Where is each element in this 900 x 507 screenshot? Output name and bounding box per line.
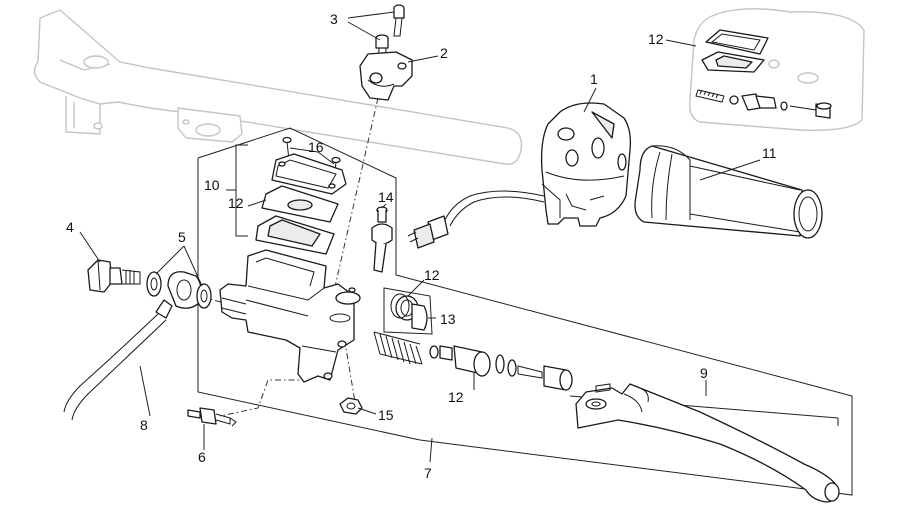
callout-12-inset: 12 [648, 31, 664, 47]
spring-piston-assembly [373, 331, 573, 391]
callout-15: 15 [378, 407, 394, 423]
callout-2: 2 [440, 45, 448, 61]
master-cylinder-body [219, 249, 361, 383]
inset-detail [689, 8, 865, 131]
part-9-lever [575, 383, 840, 503]
callout-13: 13 [440, 311, 456, 327]
part-8-brake-hose [63, 299, 173, 421]
callout-11: 11 [762, 145, 777, 161]
part-5-washers [146, 271, 212, 309]
part-15-nut [339, 397, 363, 415]
callout-6: 6 [198, 449, 206, 465]
callout-7: 7 [424, 465, 432, 481]
part-4-banjo-bolt [87, 259, 141, 293]
callout-12-seal: 12 [424, 267, 440, 283]
callout-12-cap: 12 [228, 195, 244, 211]
callout-8: 8 [140, 417, 148, 433]
callout-1: 1 [590, 71, 598, 87]
callout-10: 10 [204, 177, 220, 193]
switch-cable [407, 190, 545, 249]
part-13-seal-group [383, 287, 433, 335]
callout-3: 3 [330, 11, 338, 27]
part-11-grip [634, 145, 823, 239]
callout-9: 9 [700, 365, 708, 381]
callouts: 1 2 3 4 5 6 7 8 9 10 11 12 12 12 12 13 1… [66, 11, 777, 481]
callout-5: 5 [178, 229, 186, 245]
part-1-switch-housing [540, 102, 632, 227]
callout-4: 4 [66, 219, 74, 235]
part-6-stop-switch [187, 407, 237, 427]
leader-lines [79, 11, 761, 463]
handlebar-ghost [33, 9, 523, 165]
callout-16: 16 [308, 139, 324, 155]
part-10-cap-stack [255, 153, 347, 255]
part-2-clamp [359, 51, 413, 101]
part-14-pin [371, 206, 393, 273]
callout-12-piston: 12 [448, 389, 464, 405]
callout-14: 14 [378, 189, 394, 205]
